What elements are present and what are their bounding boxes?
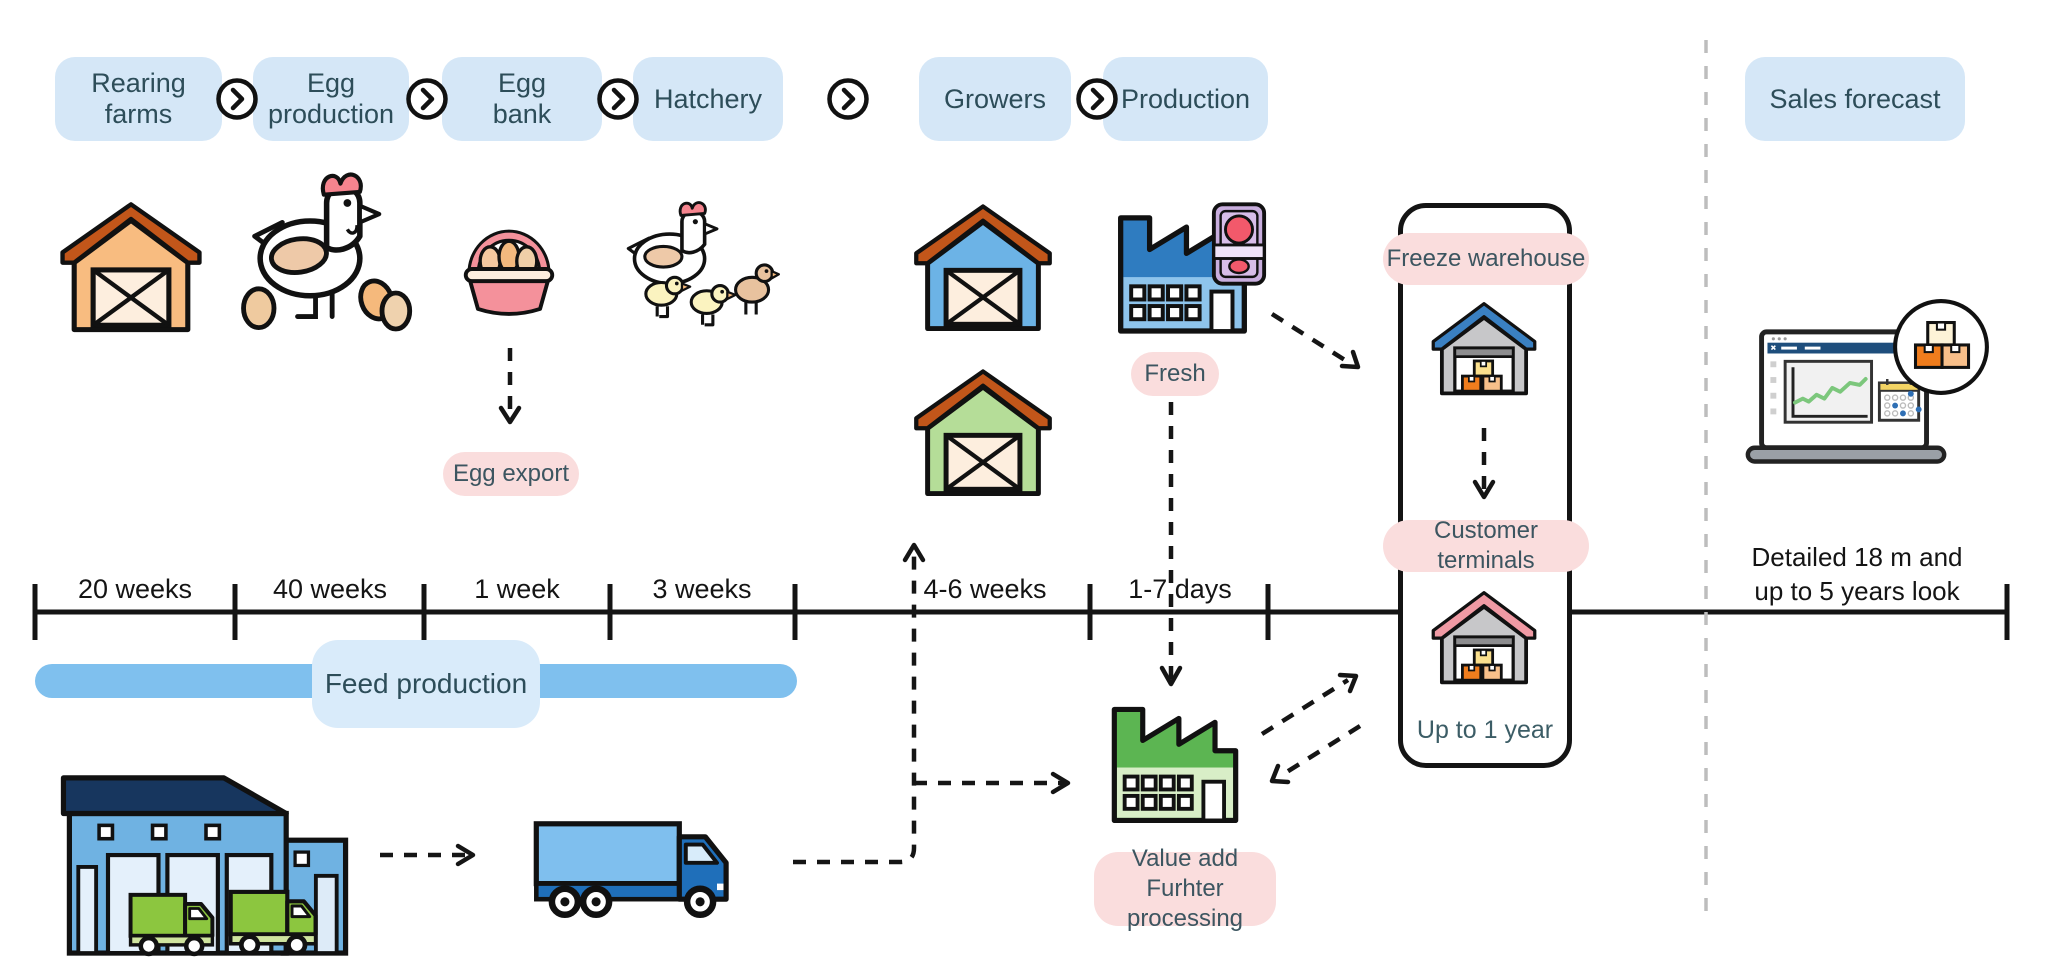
rearing-farm-barn-icon [58,200,204,334]
delivery-van-icon [126,878,234,964]
value-add-label-line2: Furhter processing [1126,875,1244,932]
chevron-right-icon [596,77,640,121]
warehouse-pink-roof-icon [1430,580,1538,694]
chick [644,275,692,319]
calendar-icon [1877,379,1922,422]
timeline-label-3-weeks: 3 weeks [652,574,752,604]
chip-label: Production [1120,83,1251,114]
chicken-eggs-icon [238,162,418,352]
timeline-label-4-6-weeks: 4-6 weeks [923,574,1047,604]
growers-barn-blue-icon [912,202,1054,333]
freeze-warehouse-badge: Freeze warehouse [1383,233,1589,285]
feed-production-label: Feed production [324,668,528,699]
egg-export-label: Egg export [452,460,570,487]
laptop-forecast-icon [1733,326,1961,488]
fresh-label: Fresh [1144,360,1206,387]
forecast-note-line1: Detailed 18 m and [1751,542,1963,572]
feed-production-chip: Feed production [312,640,540,728]
chip-egg-bank: Egg bank [442,57,602,141]
fresh-badge: Fresh [1131,352,1219,396]
chevron-right-icon [826,77,870,121]
chip-production: Production [1103,57,1268,141]
growers-barn-green-icon [912,367,1054,498]
chip-label: Sales forecast [1769,83,1941,114]
meat-tag-icon [1210,200,1268,288]
chip-label: Egg [497,68,547,98]
value-add-factory-green-icon [1104,701,1246,825]
forecast-horizon-note: Detailed 18 m and up to 5 years look [1732,540,1982,608]
feed-plant-icon [56,763,356,959]
chip-label: farms [104,99,173,129]
timeline-label-40-weeks: 40 weeks [272,574,388,604]
chip-growers: Growers [919,57,1071,141]
package-boxes-icon [1890,296,1992,398]
chick [734,263,781,315]
forecast-chart [1783,359,1874,424]
chip-label: Growers [943,83,1046,114]
value-add-label-line1: Value add [1131,845,1239,872]
chip-hatchery: Hatchery [633,57,783,141]
up-to-1-year-label: Up to 1 year [1416,716,1554,744]
timeline-label-1-7-days: 1-7 days [1128,574,1232,604]
freeze-warehouse-label: Freeze warehouse [1386,245,1586,272]
forecast-note-line2: up to 5 years look [1754,576,1960,606]
chip-rearing-farms: Rearing farms [55,57,222,141]
chevron-right-icon [405,77,449,121]
chip-label: Rearing [91,68,186,98]
chip-label: bank [492,99,552,129]
chevron-right-icon [1075,77,1119,121]
egg-export-badge: Egg export [443,452,579,496]
chick [689,284,737,327]
chip-label: Hatchery [653,83,763,114]
chip-label: production [267,99,395,129]
chevron-right-icon [215,77,259,121]
hen-chicks-icon [618,182,783,350]
value-add-badge: Value add Furhter processing [1094,845,1276,932]
timeline-label-1-week: 1 week [474,574,560,604]
delivery-van-icon [226,874,338,964]
warehouse-blue-roof-icon [1430,291,1538,405]
truck-icon [528,816,750,920]
egg-basket-icon [448,208,570,330]
timeline-label-20-weeks: 20 weeks [77,574,193,604]
customer-terminals-badge: Customer terminals [1383,517,1589,574]
chip-egg-production: Egg production [253,57,409,141]
chip-label: Egg [306,68,356,98]
customer-terminals-label: Customer terminals [1433,517,1539,574]
chip-sales-forecast: Sales forecast [1745,57,1965,141]
